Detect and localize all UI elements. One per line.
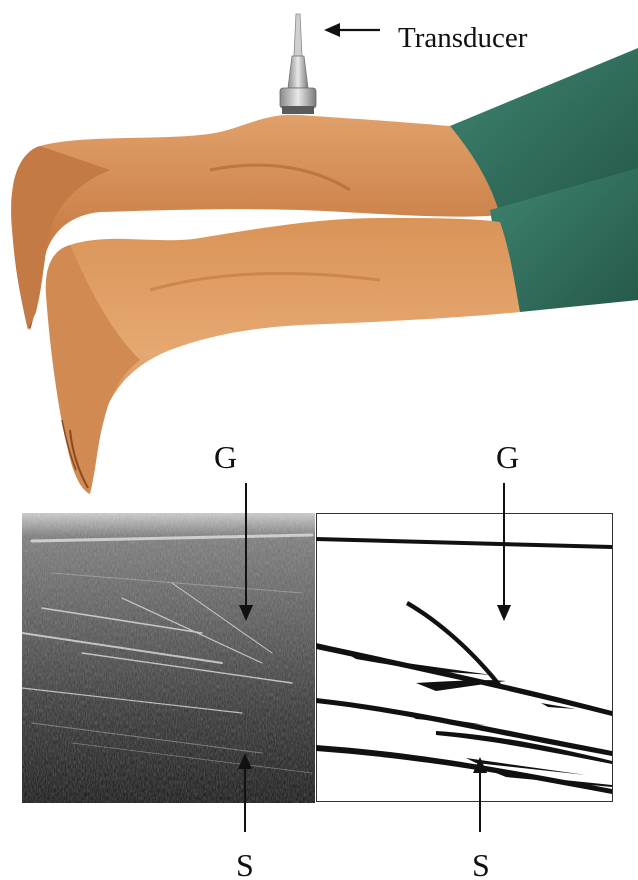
transducer-arrow	[324, 23, 380, 37]
ultrasound-image	[22, 513, 315, 803]
soleus-label-left: S	[236, 849, 254, 880]
soleus-label-right: S	[472, 849, 490, 880]
gastrocnemius-label-left: G	[214, 441, 237, 473]
schematic-drawing	[316, 513, 614, 803]
transducer-label: Transducer	[398, 24, 527, 53]
gastrocnemius-label-right: G	[496, 441, 519, 473]
transducer-probe	[280, 14, 316, 114]
legs-illustration	[0, 0, 638, 500]
